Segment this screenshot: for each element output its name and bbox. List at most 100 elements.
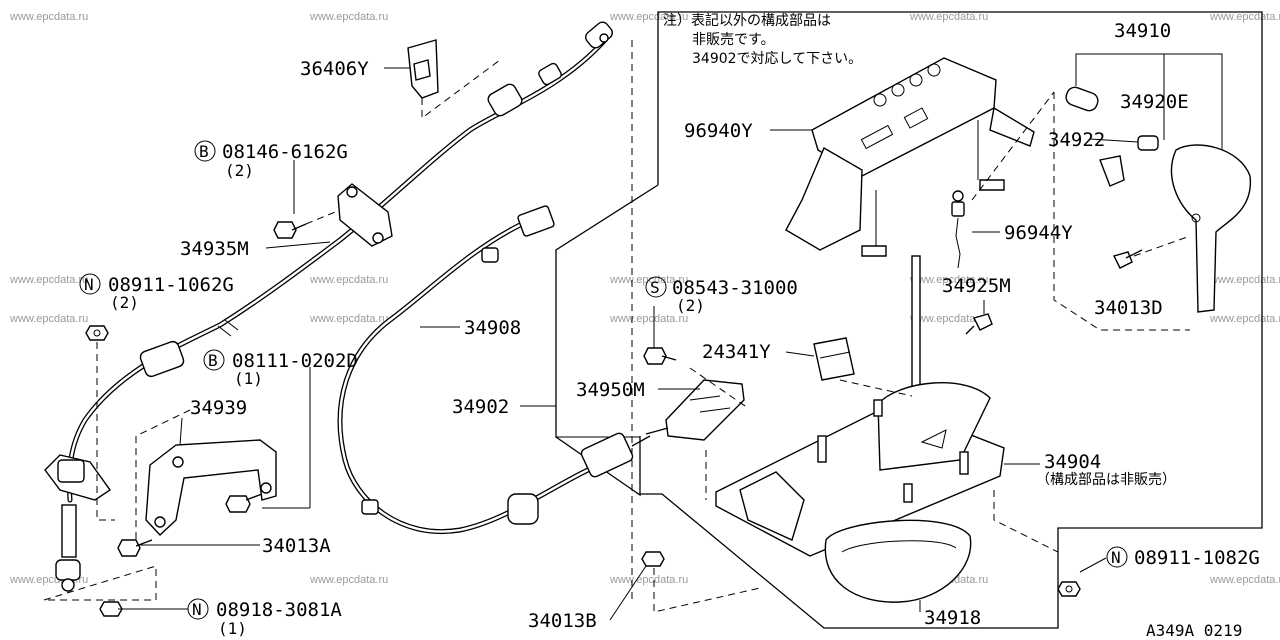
bolt-08111 bbox=[225, 493, 263, 513]
nut-symbol bbox=[1106, 546, 1128, 568]
leader-lines bbox=[118, 67, 1139, 621]
bolt-34013a bbox=[117, 539, 153, 557]
watermark: www.epcdata.ru bbox=[609, 11, 688, 23]
watermark: www.epcdata.ru bbox=[9, 11, 88, 23]
part-label-96944y: 96944Y bbox=[1004, 222, 1073, 244]
watermark: www.epcdata.ru bbox=[9, 274, 88, 286]
watermark: www.epcdata.ru bbox=[1209, 11, 1280, 23]
part-label-34908: 34908 bbox=[464, 317, 521, 339]
cable-grommet bbox=[139, 340, 185, 378]
watermark: www.epcdata.ru bbox=[1209, 574, 1280, 586]
part-label-08543-31000: 08543-31000 bbox=[672, 277, 798, 299]
part-label-34935m: 34935M bbox=[180, 238, 249, 260]
cable-break-mark bbox=[217, 319, 239, 337]
watermark: www.epcdata.ru bbox=[309, 313, 388, 325]
part-label-34920e: 34920E bbox=[1120, 91, 1189, 113]
nut-symbol-letter: N bbox=[1111, 548, 1121, 567]
part-label-08918-3081a: 08918-3081A bbox=[216, 599, 342, 621]
watermark: www.epcdata.ru bbox=[1209, 313, 1280, 325]
detent-plate bbox=[877, 382, 991, 471]
part-label-08146-6162g: 08146-6162G bbox=[222, 141, 348, 163]
part-qty: (2) bbox=[225, 161, 254, 180]
bulb-96944y bbox=[951, 190, 1000, 269]
cable-grommet bbox=[507, 493, 539, 525]
part-label-08911-1082g: 08911-1082G bbox=[1134, 547, 1260, 569]
part-qty: (1) bbox=[218, 619, 247, 638]
nut-08911-1062g bbox=[85, 325, 115, 521]
screw-34013d bbox=[1112, 249, 1143, 269]
select-cable-assembly bbox=[44, 21, 613, 592]
note-line: 注）表記以外の構成部品は bbox=[663, 12, 831, 29]
watermark: www.epcdata.ru bbox=[309, 11, 388, 23]
part-qty: (2) bbox=[676, 296, 705, 315]
part-label-34902: 34902 bbox=[452, 396, 509, 418]
watermark: www.epcdata.ru bbox=[9, 313, 88, 325]
boot-34918 bbox=[824, 519, 972, 603]
cable-rod bbox=[61, 504, 77, 558]
watermark: www.epcdata.ru bbox=[909, 274, 988, 286]
cable-connector bbox=[517, 205, 555, 237]
bolt-symbol bbox=[194, 140, 216, 162]
watermark: www.epcdata.ru bbox=[909, 313, 988, 325]
note-block: 注）表記以外の構成部品は 非販売です。 34902で対応して下さい。 bbox=[663, 12, 862, 67]
nut-symbol bbox=[187, 598, 209, 620]
indicator-96940y bbox=[785, 57, 1035, 257]
note-line: 34902で対応して下さい。 bbox=[692, 51, 862, 67]
knob-spring bbox=[1099, 155, 1125, 187]
knob-pin bbox=[1137, 135, 1159, 151]
watermark: www.epcdata.ru bbox=[609, 574, 688, 586]
watermark: www.epcdata.ru bbox=[1209, 274, 1280, 286]
diagram-code: A349A 0219 bbox=[1146, 621, 1242, 640]
cable-bracket-plate bbox=[337, 183, 393, 247]
part-label-08111-0202d: 08111-0202D bbox=[232, 350, 358, 372]
part-label-34939: 34939 bbox=[190, 397, 247, 419]
bolt-08146 bbox=[273, 160, 341, 239]
watermark: www.epcdata.ru bbox=[309, 274, 388, 286]
part-label-34904: 34904 bbox=[1044, 451, 1101, 473]
watermark: www.epcdata.ru bbox=[309, 574, 388, 586]
cable-clip bbox=[481, 247, 499, 263]
cable-clip bbox=[361, 499, 379, 515]
nut-08911-1082g bbox=[1057, 581, 1081, 597]
nut-34013b bbox=[641, 551, 761, 613]
nut-08918 bbox=[43, 565, 157, 617]
part-label-34013b: 34013B bbox=[528, 610, 597, 632]
part-note-34904: （構成部品は非販売） bbox=[1036, 472, 1176, 488]
solenoid-34950m bbox=[645, 367, 749, 441]
part-label-34922: 34922 bbox=[1048, 129, 1105, 151]
part-label-34950m: 34950M bbox=[576, 379, 645, 401]
watermark: www.epcdata.ru bbox=[609, 313, 688, 325]
part-qty: (1) bbox=[234, 369, 263, 388]
knob-34910 bbox=[1053, 53, 1251, 331]
screw-symbol bbox=[645, 276, 667, 298]
knob-button bbox=[1065, 86, 1099, 112]
bracket-34939 bbox=[135, 409, 277, 540]
cable-adjuster bbox=[580, 432, 634, 478]
watermark-group: www.epcdata.ru www.epcdata.ru www.epcdat… bbox=[9, 11, 1280, 586]
cable-boot bbox=[487, 83, 523, 117]
shift-cable-34908 bbox=[337, 205, 651, 534]
part-label-34925m: 34925M bbox=[942, 275, 1011, 297]
note-line: 非販売です。 bbox=[692, 32, 775, 48]
bracket-36406y bbox=[407, 39, 501, 119]
callout-labels: 36406Y B 08146-6162G (2) 34935M N 08911-… bbox=[79, 20, 1260, 640]
part-label-34910: 34910 bbox=[1114, 20, 1171, 42]
screw-symbol-letter: S bbox=[650, 278, 660, 297]
bolt-34925m bbox=[965, 313, 993, 335]
part-label-08911-1062g: 08911-1062G bbox=[108, 274, 234, 296]
nut-symbol-letter: N bbox=[192, 600, 202, 619]
part-label-34918: 34918 bbox=[924, 607, 981, 629]
part-qty: (2) bbox=[110, 293, 139, 312]
watermark: www.epcdata.ru bbox=[909, 11, 988, 23]
part-label-24341y: 24341Y bbox=[702, 341, 771, 363]
part-label-96940y: 96940Y bbox=[684, 120, 753, 142]
bolt-symbol-letter: B bbox=[199, 142, 209, 161]
cable-end-joint bbox=[55, 559, 81, 581]
screw-08543 bbox=[643, 347, 677, 365]
nut-symbol-letter: N bbox=[84, 275, 94, 294]
switch-24341y bbox=[813, 337, 855, 381]
cable-end-eyelet bbox=[585, 21, 613, 49]
bolt-symbol bbox=[203, 349, 225, 371]
